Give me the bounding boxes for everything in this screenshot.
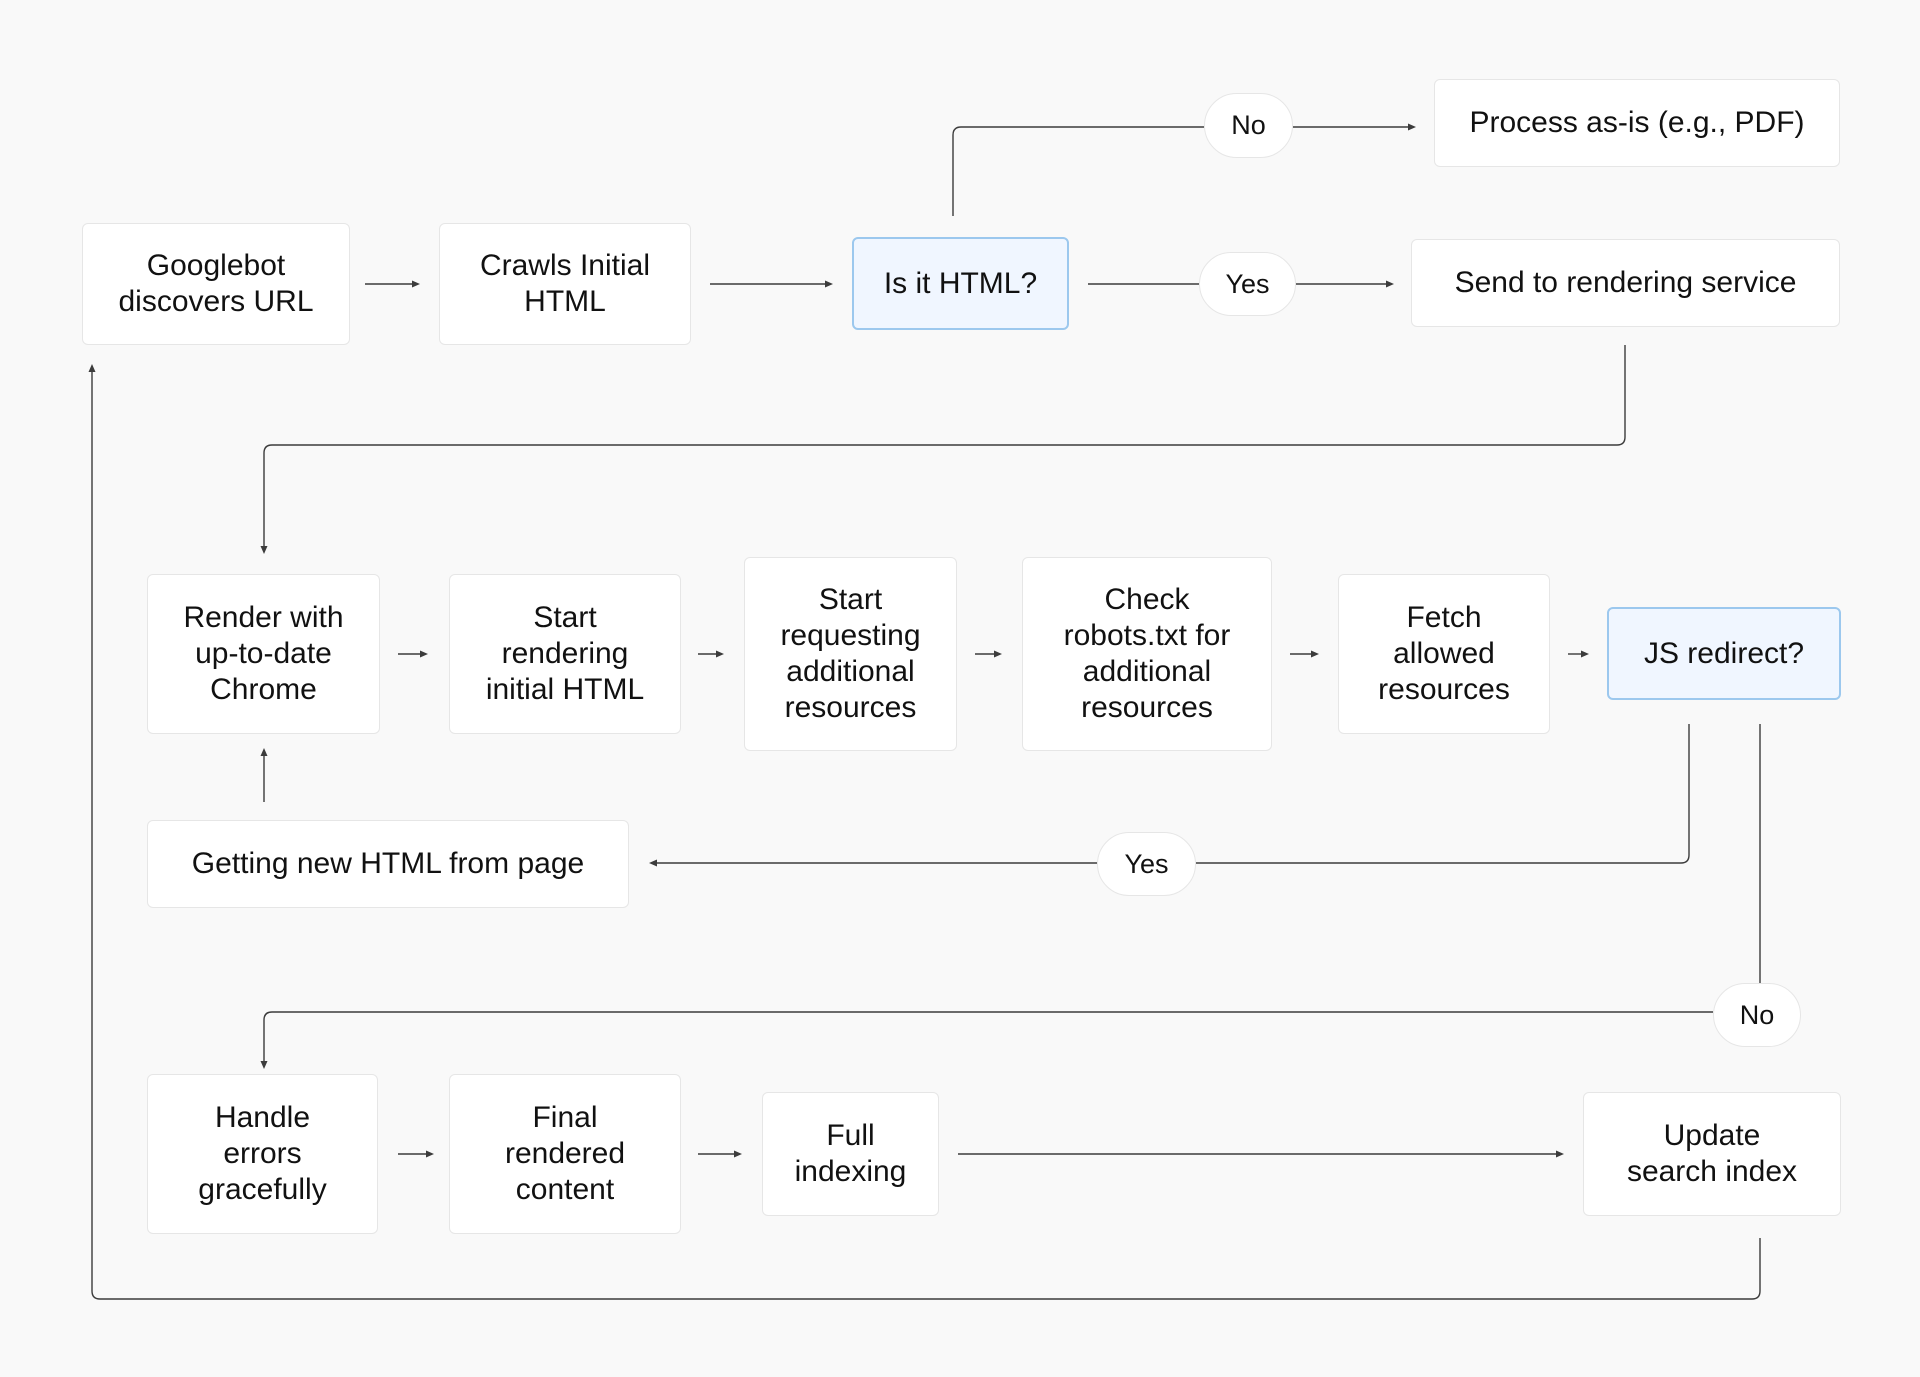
node-js-redirect-decision: JS redirect? <box>1607 607 1841 700</box>
node-start-rendering-initial-html: Start rendering initial HTML <box>449 574 681 734</box>
label-redirect-no: No <box>1713 983 1801 1047</box>
node-is-it-html-decision: Is it HTML? <box>852 237 1069 330</box>
node-final-rendered-content: Final rendered content <box>449 1074 681 1234</box>
node-googlebot-discovers-url: Googlebot discovers URL <box>82 223 350 345</box>
line-is-html-up-to-no <box>952 126 1204 216</box>
connector-send-to-render <box>263 345 1626 546</box>
node-check-robots-txt: Check robots.txt for additional resource… <box>1022 557 1272 751</box>
node-fetch-allowed-resources: Fetch allowed resources <box>1338 574 1550 734</box>
line-redirect-to-yes <box>1196 724 1690 864</box>
connector-update-loop-back <box>91 372 1761 1300</box>
node-handle-errors-gracefully: Handle errors gracefully <box>147 1074 378 1234</box>
label-is-html-yes: Yes <box>1199 252 1296 316</box>
label-is-html-no: No <box>1204 93 1293 158</box>
label-redirect-yes: Yes <box>1097 832 1196 896</box>
node-send-to-rendering-service: Send to rendering service <box>1411 239 1840 327</box>
node-process-as-is: Process as-is (e.g., PDF) <box>1434 79 1840 167</box>
node-getting-new-html: Getting new HTML from page <box>147 820 629 908</box>
node-crawls-initial-html: Crawls Initial HTML <box>439 223 691 345</box>
node-render-with-chrome: Render with up-to-date Chrome <box>147 574 380 734</box>
connector-no-to-handle <box>263 1011 1713 1061</box>
node-start-requesting-resources: Start requesting additional resources <box>744 557 957 751</box>
node-full-indexing: Full indexing <box>762 1092 939 1216</box>
node-update-search-index: Update search index <box>1583 1092 1841 1216</box>
